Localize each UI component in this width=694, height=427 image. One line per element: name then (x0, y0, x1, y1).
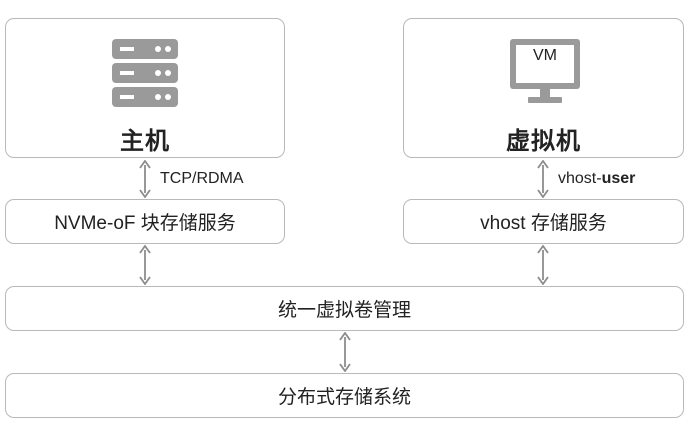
vm-protocol-prefix: vhost- (558, 170, 602, 187)
vm-label: 虚拟机 (506, 128, 581, 155)
volume-management-label: 统一虚拟卷管理 (277, 300, 411, 321)
nvmeof-service-label: NVMe-oF 块存储服务 (54, 213, 236, 234)
vhost-service-box: vhost 存储服务 (403, 199, 684, 244)
volume-to-storage-arrow (339, 332, 351, 372)
vhost-to-volume-arrow (537, 245, 549, 285)
monitor-icon: VM (508, 37, 582, 109)
host-label: 主机 (120, 128, 170, 155)
vm-protocol-suffix: user (601, 170, 636, 187)
host-box: 主机 (5, 18, 285, 158)
vm-protocol-label: vhost-user (558, 170, 635, 188)
distributed-storage-box: 分布式存储系统 (5, 373, 684, 418)
vm-screen-text: VM (533, 47, 557, 64)
vm-box: VM 虚拟机 (403, 18, 684, 158)
distributed-storage-label: 分布式存储系统 (277, 387, 411, 408)
vm-to-vhost-arrow (537, 160, 549, 198)
host-to-nvmeof-arrow (139, 160, 151, 198)
nvmeof-to-volume-arrow (139, 245, 151, 285)
server-icon (110, 37, 180, 109)
host-protocol-label: TCP/RDMA (160, 170, 244, 187)
volume-management-box: 统一虚拟卷管理 (5, 286, 684, 331)
nvmeof-service-box: NVMe-oF 块存储服务 (5, 199, 285, 244)
vhost-service-label: vhost 存储服务 (480, 213, 607, 234)
